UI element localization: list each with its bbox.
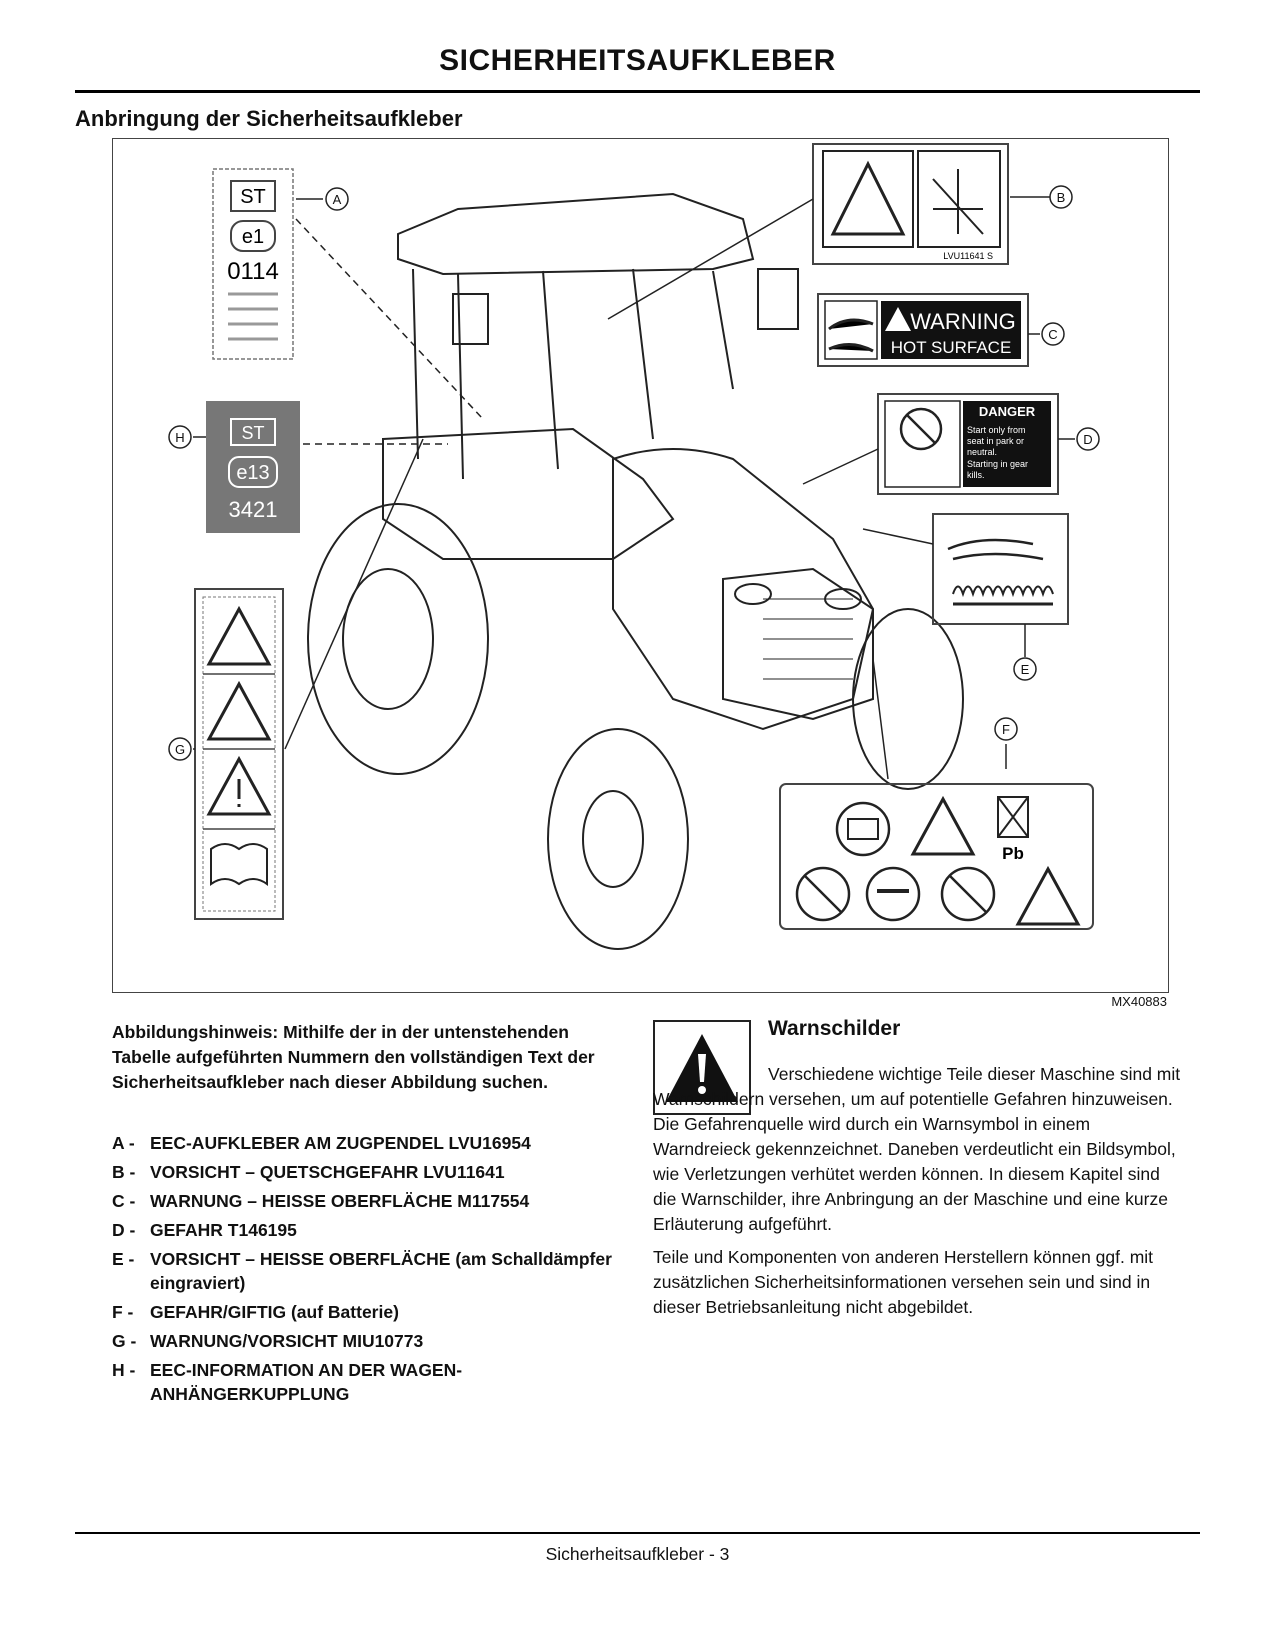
decal-a-line-2: e1 [242, 226, 264, 248]
legend-item: F -GEFAHR/GIFTIG (auf Batterie) [112, 1302, 399, 1322]
callout-g: G [168, 737, 192, 761]
legend-item: D -GEFAHR T146195 [112, 1220, 297, 1240]
callout-e: E [1013, 657, 1037, 681]
figure-id: MX40883 [1111, 994, 1167, 1009]
callout-b: B [1049, 185, 1073, 209]
decal-d: DANGER Start only from seat in park or n… [877, 393, 1059, 495]
svg-text:B: B [1057, 190, 1066, 205]
legend-item: C -WARNUNG – HEISSE OBERFLÄCHE M117554 [112, 1191, 530, 1211]
callout-d: D [1076, 427, 1100, 451]
legend-item: E -VORSICHT – HEISSE OBERFLÄCHE (am Scha… [112, 1249, 612, 1293]
svg-text:D: D [1083, 432, 1092, 447]
warnings-paragraph-2: Teile und Komponenten von anderen Herste… [653, 1247, 1154, 1317]
section-title: Anbringung der Sicherheitsaufkleber [75, 106, 463, 131]
callout-h: H [168, 425, 192, 449]
page-footer: Sicherheitsaufkleber - 3 [545, 1544, 730, 1564]
decal-g [194, 588, 284, 920]
decal-d-text-5: kills. [967, 470, 985, 480]
legend-item: B -VORSICHT – QUETSCHGEFAHR LVU11641 [112, 1162, 505, 1182]
callout-f: F [994, 717, 1018, 741]
svg-text:G: G [175, 742, 185, 757]
decal-a: ST e1 0114 [212, 168, 294, 360]
callout-a: A [325, 187, 349, 211]
decal-h-line-3: 3421 [229, 497, 278, 522]
tractor-illustration: ST e1 0114 ST e13 3421 LVU11641 S [168, 143, 1100, 950]
decal-d-danger: DANGER [979, 404, 1036, 419]
warnings-paragraph-1: Verschiedene wichtige Teile dieser Masch… [653, 1064, 1181, 1234]
decal-h: ST e13 3421 [206, 401, 300, 533]
decal-d-text-3: neutral. [967, 447, 997, 457]
warnings-heading: Warnschilder [768, 1017, 901, 1040]
legend-item: G -WARNUNG/VORSICHT MIU10773 [112, 1331, 424, 1351]
decal-f: Pb [779, 783, 1094, 930]
decal-a-line-3: 0114 [227, 258, 279, 285]
figure-note: Abbildungshinweis: Mithilfe der in der u… [112, 1022, 595, 1092]
callout-c: C [1041, 322, 1065, 346]
decal-d-text-2: seat in park or [967, 436, 1024, 446]
warning-triangle-icon [653, 1020, 751, 1115]
svg-text:F: F [1002, 722, 1010, 737]
decal-e [932, 513, 1069, 625]
decal-legend: A -EEC-AUFKLEBER AM ZUGPENDEL LVU16954 B… [112, 1131, 622, 1411]
decal-d-text-4: Starting in gear [967, 459, 1028, 469]
decal-h-line-2: e13 [236, 462, 269, 484]
decal-c-warning: WARNING [910, 309, 1016, 334]
svg-text:E: E [1021, 662, 1030, 677]
decal-a-line-1: ST [240, 186, 266, 208]
svg-text:A: A [333, 192, 342, 207]
footer-rule [75, 1532, 1200, 1534]
svg-text:C: C [1048, 327, 1057, 342]
header-rule [75, 90, 1200, 93]
decal-c-hot-surface: HOT SURFACE [891, 338, 1012, 357]
decal-b: LVU11641 S [812, 143, 1009, 265]
legend-item: A -EEC-AUFKLEBER AM ZUGPENDEL LVU16954 [112, 1133, 531, 1153]
decal-b-part-number: LVU11641 S [943, 251, 993, 261]
decal-d-text-1: Start only from [967, 425, 1026, 435]
safety-decal-figure: ST e1 0114 ST e13 3421 LVU11641 S [112, 138, 1169, 993]
page-title: SICHERHEITSAUFKLEBER [439, 44, 836, 77]
warnings-text: Verschiedene wichtige Teile dieser Masch… [653, 1062, 1188, 1328]
legend-item: H -EEC-INFORMATION AN DER WAGEN-ANHÄNGER… [112, 1360, 463, 1404]
battery-pb-label: Pb [1002, 844, 1024, 863]
decal-h-line-1: ST [241, 423, 264, 443]
decal-c: WARNING HOT SURFACE [817, 293, 1029, 367]
svg-text:H: H [175, 430, 184, 445]
